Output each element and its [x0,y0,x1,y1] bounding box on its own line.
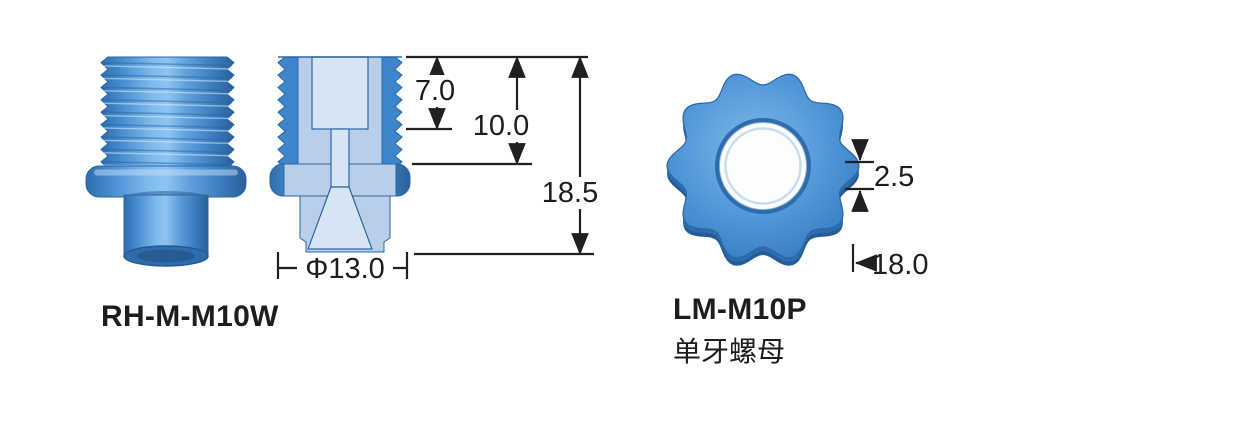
flange-highlight [94,169,238,176]
thread-ridge-highlight [102,114,233,120]
dimension-text-top-depth: 7.0 [408,75,462,108]
section-thread-wall-right [381,56,403,170]
thread-ridge-shadow [102,86,233,92]
section-thread-wall-left [277,56,299,170]
stem-bottom-bore [137,249,195,263]
fitting-section-view [269,56,411,253]
thread-ridge-highlight [102,127,233,132]
nut-hole [719,122,807,210]
nut-part-number: LM-M10P [673,293,807,326]
fitting-part-number: RH-M-M10W [101,300,279,333]
thread-ridge-shadow [102,161,233,166]
thread-ridge-highlight [102,102,233,107]
dimension-text-nut-thickness: 2.5 [874,161,915,193]
section-cone-bore [307,186,373,250]
thread-ridge-shadow [102,74,233,79]
thread-ridge-shadow [102,148,233,154]
nut-part-name-cn: 单牙螺母 [673,336,786,367]
dimension-text-total-height: 18.5 [536,177,604,210]
fitting-3d-view [85,56,247,267]
thread-ridge-highlight [102,139,233,145]
nut-3d-view [666,73,860,266]
thread-ridge-shadow [102,61,233,67]
thread-ridge-shadow [102,123,233,129]
dimension-text-diameter: Φ13.0 [297,253,393,286]
thread-ridge-shadow [102,136,233,141]
thread-ridge-highlight [102,77,233,83]
thread-ridge-highlight [102,65,233,70]
thread-ridge-shadow [102,111,233,116]
dimension-text-thread-length: 10.0 [467,110,535,143]
thread-ridge-highlight [102,90,233,95]
dimension-text-nut-diameter: 18.0 [872,249,929,281]
thread-ridge-highlight [102,152,233,157]
section-channel [330,128,350,188]
nut-hole-inner-ring [724,127,802,205]
section-top-bore [311,56,369,130]
thread-ridge-shadow [102,99,233,104]
